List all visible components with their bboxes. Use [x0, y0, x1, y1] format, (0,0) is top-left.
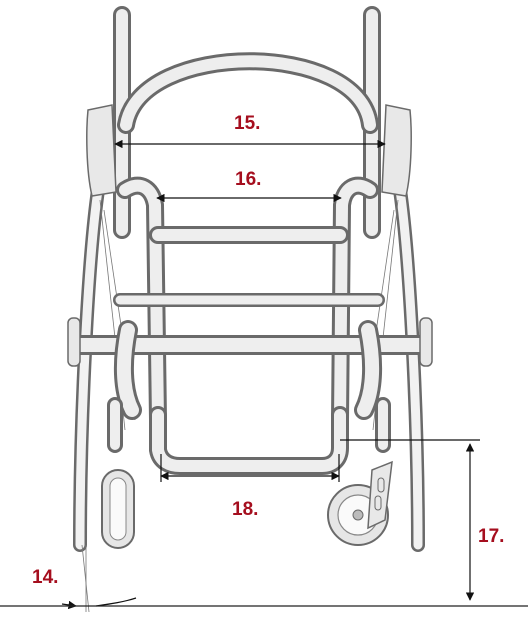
dimension-angle-14: [61, 544, 137, 613]
side-guard-left: [86, 104, 117, 197]
caster-fork-right: [367, 460, 393, 530]
dimension-line-17: [340, 439, 480, 601]
dimension-label-18: 18.: [232, 499, 259, 520]
seat-frame: [113, 176, 385, 429]
dimension-label-14: 14.: [32, 567, 59, 588]
dimension-label-15: 15.: [234, 113, 261, 134]
caster-wheel-left: [101, 469, 135, 549]
dimension-label-16: 16.: [235, 169, 262, 190]
dimension-line-18: [160, 454, 340, 482]
axle-hub-left: [67, 317, 81, 367]
axle-hub-right: [419, 317, 433, 367]
dimension-label-17: 17.: [478, 526, 505, 547]
caster-wheel-right: [327, 460, 393, 546]
side-guard-right: [381, 104, 412, 197]
